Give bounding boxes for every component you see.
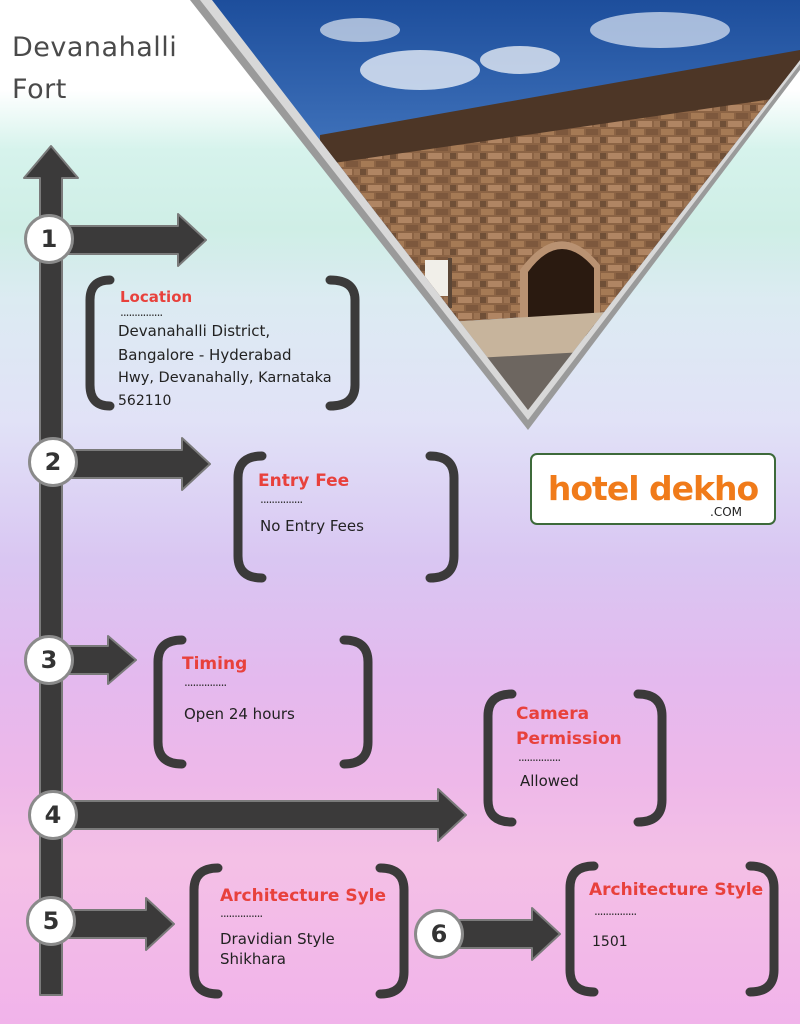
page-title-line1: Devanahalli [12,32,178,63]
arch-style-dots: ............... [594,904,637,918]
location-line1: Devanahalli District, [118,322,271,340]
arrow-5 [61,897,175,951]
vertical-arrow [23,145,79,996]
arch-style-bracket-left [565,861,599,997]
step-4-badge: 4 [28,790,78,840]
camera-title-line1: Camera [516,704,590,724]
location-line3: Hwy, Devanahally, Karnataka [118,370,332,386]
logo-suffix: .COM [710,505,742,519]
logo-brand: hotel dekho [547,469,759,508]
camera-bracket-right [633,689,667,827]
hotel-dekho-logo: hotel dekho .COM [530,453,776,525]
location-bracket-right [325,275,360,411]
camera-dots: ............... [518,750,561,764]
arch-syle-dots: ............... [220,906,263,920]
arch-style-title: Architecture Style [589,880,764,900]
entry-fee-bracket-right [425,451,459,583]
arch-syle-line2: Shikhara [220,950,286,968]
entry-fee-bracket-left [233,451,267,583]
entry-fee-dots: ............... [260,492,303,506]
location-line2: Bangalore - Hyderabad [118,346,292,364]
timing-bracket-right [339,635,373,769]
timing-dots: ............... [184,675,227,689]
step-6-badge: 6 [414,909,464,959]
arrow-6 [447,907,561,961]
arch-syle-title: Architecture Syle [220,886,387,906]
timing-title: Timing [182,654,248,674]
entry-fee-title: Entry Fee [258,471,350,491]
camera-text: Allowed [520,772,579,790]
step-1-badge: 1 [24,214,74,264]
step-3-badge: 3 [24,635,74,685]
arrow-1 [61,213,207,267]
entry-fee-text: No Entry Fees [260,517,364,535]
location-title: Location [120,288,193,306]
camera-bracket-left [483,689,517,827]
arch-syle-bracket-left [189,863,223,999]
fort-photo [190,0,800,430]
camera-title-line2: Permission [516,729,622,749]
timing-bracket-left [153,635,187,769]
location-dots: ............... [120,305,163,319]
arrow-4 [61,788,467,842]
arch-style-bracket-right [745,861,779,997]
step-2-badge: 2 [28,437,78,487]
step-5-badge: 5 [26,896,76,946]
arch-syle-bracket-right [375,863,409,999]
timing-text: Open 24 hours [184,705,295,723]
arch-syle-line1: Dravidian Style [220,930,335,948]
arrow-2 [61,437,211,491]
location-bracket-left [85,275,115,411]
location-line4: 562110 [118,393,172,409]
page-title-line2: Fort [12,74,67,105]
arch-style-text: 1501 [592,934,628,950]
